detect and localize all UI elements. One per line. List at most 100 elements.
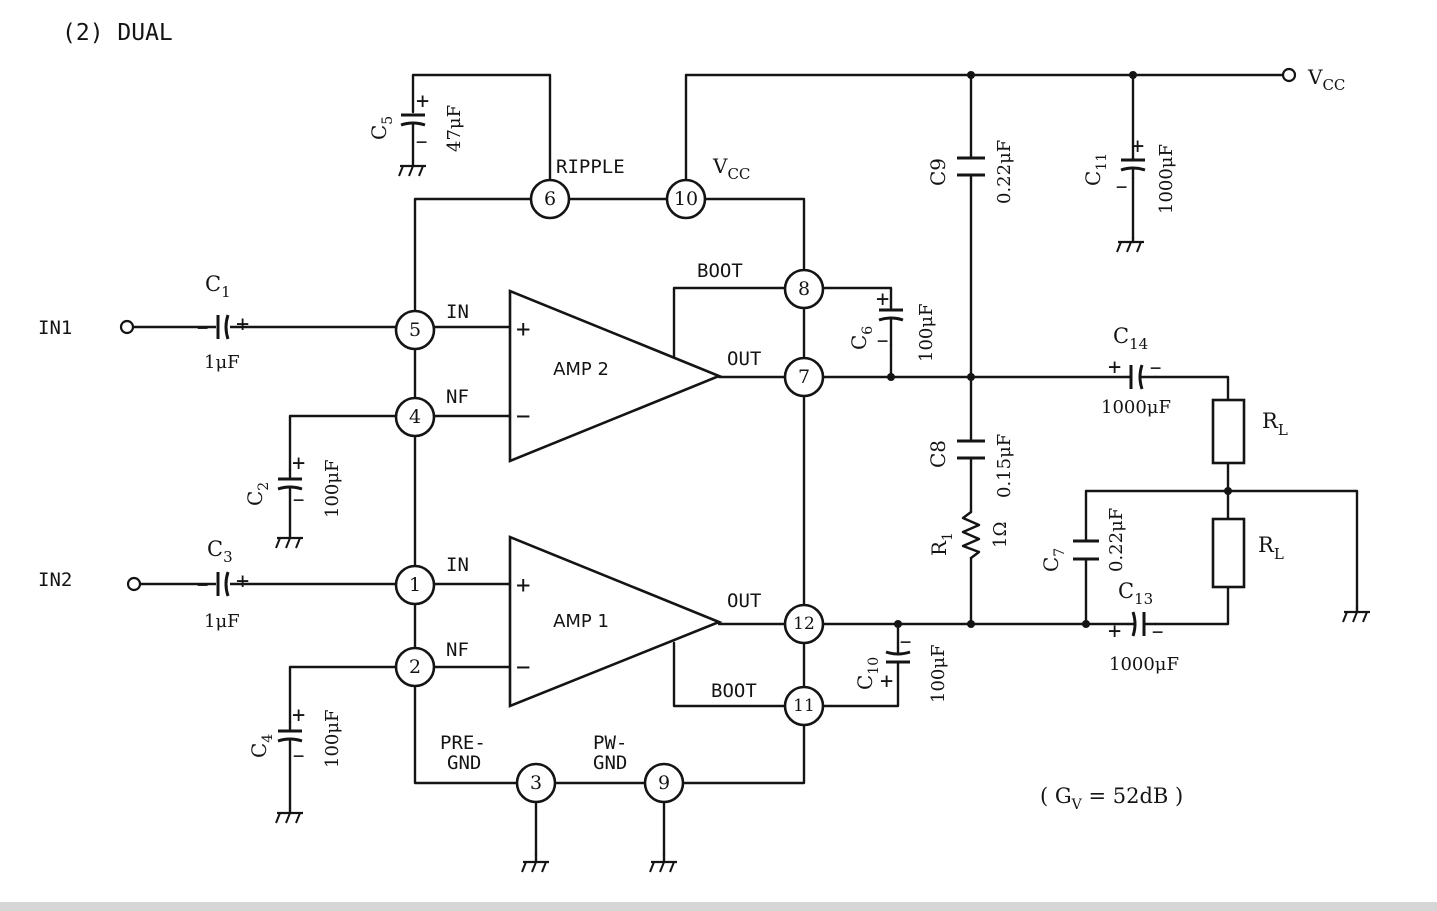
- c1-plus: +: [236, 312, 249, 337]
- c11-plus: +: [1131, 134, 1144, 159]
- out-top-label: OUT: [727, 348, 761, 370]
- amp1-label: AMP 1: [553, 611, 609, 632]
- c3-value: 1μF: [204, 611, 240, 632]
- pin-11: 11: [783, 685, 825, 727]
- amp2-triangle: AMP 2 + −: [508, 289, 723, 463]
- c4-capacitor: + − C4 100μF: [247, 703, 343, 815]
- c13-value: 1000μF: [1109, 654, 1179, 675]
- c1-name: C1: [205, 272, 231, 301]
- c11-name: C11: [1081, 153, 1110, 186]
- pin-3: 3: [515, 762, 557, 804]
- in1-terminal: [119, 319, 135, 335]
- c6-capacitor: + − C6 100μF: [847, 287, 937, 362]
- svg-text:3: 3: [530, 772, 542, 794]
- c13-name: C13: [1118, 579, 1153, 608]
- pins: 6 10 5 4 1 2 3 9 8 7 12 11: [394, 178, 825, 804]
- pre-gnd-label-2: GND: [447, 752, 481, 774]
- c14-minus: −: [1150, 357, 1161, 379]
- c14-name: C14: [1113, 324, 1148, 353]
- svg-text:9: 9: [658, 772, 670, 794]
- svg-text:4: 4: [409, 406, 421, 428]
- r1-resistor: R1 1Ω: [927, 510, 1011, 560]
- c14-plus: +: [1108, 355, 1121, 380]
- svg-text:6: 6: [544, 188, 556, 210]
- c13-capacitor: + − C13 1000μF: [1108, 579, 1179, 675]
- in-top-label: IN: [446, 301, 469, 323]
- vcc-label: VCC: [1307, 65, 1345, 94]
- rl-bottom-name: RL: [1258, 533, 1284, 563]
- c8-name: C8: [926, 440, 950, 468]
- c14-value: 1000μF: [1101, 397, 1171, 418]
- c9-value: 0.22μF: [994, 140, 1015, 204]
- svg-text:10: 10: [674, 188, 698, 210]
- c10-minus: −: [900, 631, 911, 653]
- svg-text:2: 2: [409, 656, 421, 678]
- pin-12: 12: [783, 603, 825, 645]
- c10-plus: +: [880, 669, 893, 694]
- c6-value: 100μF: [916, 303, 937, 362]
- amp2-minus: −: [516, 402, 530, 430]
- r1-value: 1Ω: [990, 522, 1011, 548]
- ground-icon: [521, 860, 549, 873]
- c2-capacitor: + − C2 100μF: [243, 451, 343, 540]
- boot-top-label: BOOT: [697, 260, 743, 282]
- scan-edge-bar: [0, 902, 1437, 911]
- c1-value: 1μF: [204, 352, 240, 373]
- c4-name: C4: [247, 734, 276, 758]
- c5-name: C5: [367, 116, 396, 140]
- c6-plus: +: [876, 287, 889, 312]
- gain-note: ( GV = 52dB ): [1040, 784, 1183, 813]
- svg-text:7: 7: [798, 366, 810, 388]
- pin-5: 5: [394, 309, 436, 351]
- nf-top-label: NF: [446, 386, 469, 408]
- c3-capacitor: − + C3 1μF: [197, 537, 249, 632]
- c2-plus: +: [292, 451, 305, 476]
- c3-name: C3: [207, 537, 233, 566]
- c2-name: C2: [243, 482, 272, 506]
- c11-minus: −: [1116, 176, 1127, 198]
- ground-icon: [398, 164, 426, 177]
- c13-plus: +: [1108, 619, 1121, 644]
- amp1-triangle: AMP 1 + −: [508, 535, 723, 708]
- r1-name: R1: [927, 532, 956, 556]
- c13-minus: −: [1152, 621, 1163, 643]
- pin-9: 9: [643, 762, 685, 804]
- terminals: IN1 IN2 VCC: [38, 65, 1345, 592]
- c8-capacitor: C8 0.15μF: [926, 434, 1015, 498]
- c5-minus: −: [416, 131, 427, 153]
- c11-capacitor: + − C11 1000μF: [1081, 134, 1177, 214]
- out-bottom-label: OUT: [727, 590, 761, 612]
- c10-capacitor: − + C10 100μF: [853, 631, 949, 703]
- c10-name: C10: [853, 657, 882, 690]
- in2-terminal: [126, 576, 142, 592]
- nf-bottom-label: NF: [446, 639, 469, 661]
- c8-value: 0.15μF: [994, 434, 1015, 498]
- ground-icon: [649, 860, 677, 873]
- c11-value: 1000μF: [1156, 144, 1177, 214]
- c7-name: C7: [1039, 548, 1068, 572]
- rl-bottom-resistor: RL: [1211, 517, 1284, 589]
- svg-text:1: 1: [409, 574, 421, 596]
- ground-symbols: [275, 164, 1370, 873]
- c9-name: C9: [926, 158, 950, 186]
- c4-plus: +: [292, 703, 305, 728]
- c4-minus: −: [293, 745, 304, 767]
- pw-gnd-label-2: GND: [593, 752, 627, 774]
- vcc-pin-label: VCC: [712, 154, 750, 183]
- svg-text:8: 8: [798, 278, 810, 300]
- rl-top-resistor: RL: [1211, 398, 1288, 465]
- c14-capacitor: + − C14 1000μF: [1101, 324, 1171, 418]
- c4-value: 100μF: [322, 709, 343, 768]
- svg-text:12: 12: [793, 614, 815, 634]
- ground-icon: [275, 811, 303, 824]
- c1-capacitor: − + C1 1μF: [197, 272, 249, 373]
- pin-6: 6: [529, 178, 571, 220]
- amp1-plus: +: [516, 571, 530, 599]
- pin-1: 1: [394, 564, 436, 606]
- svg-text:11: 11: [793, 696, 815, 716]
- c6-name: C6: [847, 326, 876, 350]
- ripple-label: RIPPLE: [556, 156, 625, 178]
- junction-dots: [887, 71, 1232, 628]
- amp2-plus: +: [516, 315, 530, 343]
